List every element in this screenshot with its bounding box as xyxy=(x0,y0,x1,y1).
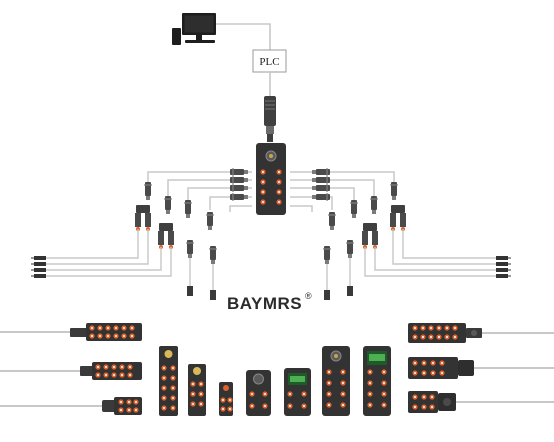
product-vertical-3 xyxy=(219,382,233,416)
hub-cables-left xyxy=(147,171,252,212)
home-run-connector xyxy=(264,96,276,142)
hub-cables-right xyxy=(290,171,395,212)
hub-connectors-left xyxy=(230,168,248,201)
product-vertical-1 xyxy=(159,346,178,416)
product-horizontal-left-1 xyxy=(0,323,142,341)
product-horizontal-right-2 xyxy=(408,357,554,379)
sensor-cables-right xyxy=(326,229,496,290)
hub-connectors-right xyxy=(312,168,330,201)
sensor-plugs-left xyxy=(31,256,216,300)
product-horizontal-left-3 xyxy=(0,397,142,415)
product-vertical-7 xyxy=(363,346,391,416)
pc-to-plc-cable xyxy=(216,23,271,50)
plc-label: PLC xyxy=(259,56,279,68)
product-vertical-6 xyxy=(322,346,350,416)
product-vertical-2 xyxy=(188,364,206,416)
plc-box: PLC xyxy=(252,49,287,73)
sensor-plugs-right xyxy=(324,256,511,300)
brand-logo: BAYMRS ® xyxy=(227,291,312,313)
product-vertical-5 xyxy=(284,368,311,416)
product-vertical-4 xyxy=(246,370,271,416)
computer-icon xyxy=(172,13,216,45)
sensor-cables-left xyxy=(46,229,214,290)
brand-name: BAYMRS xyxy=(227,294,302,313)
brand-mark: ® xyxy=(305,291,312,301)
product-horizontal-left-2 xyxy=(0,362,142,380)
hub-module xyxy=(256,143,286,215)
product-horizontal-right-3 xyxy=(408,391,554,413)
product-horizontal-right-1 xyxy=(408,323,554,343)
drop-connectors-left xyxy=(135,182,217,264)
